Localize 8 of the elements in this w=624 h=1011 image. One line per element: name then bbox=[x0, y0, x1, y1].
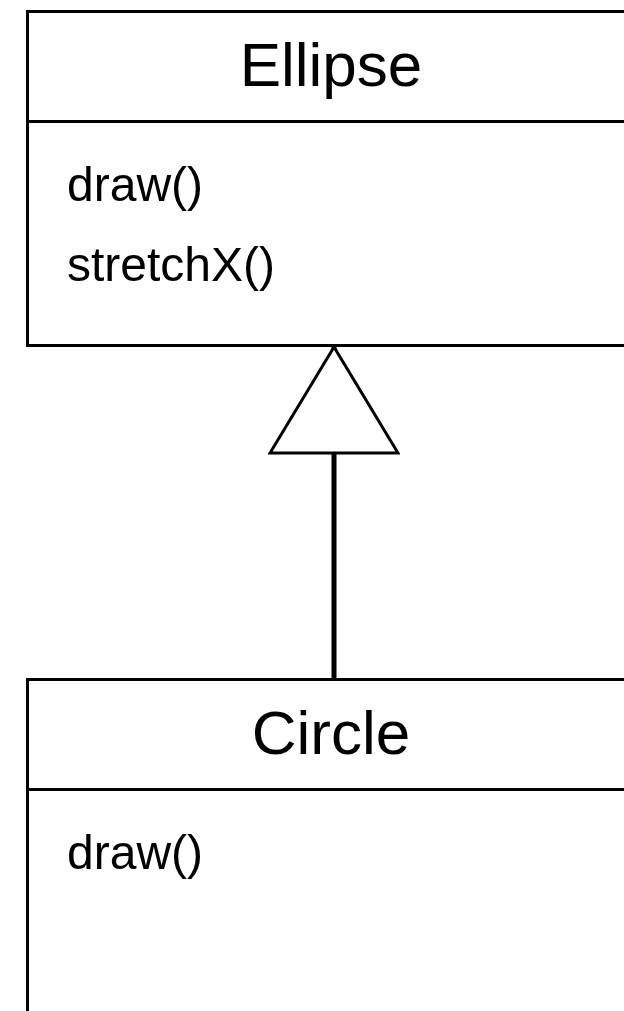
class-name: Ellipse bbox=[239, 30, 423, 99]
class-box bbox=[26, 10, 624, 347]
class-box bbox=[26, 678, 624, 1011]
method-name: draw() bbox=[67, 826, 203, 879]
inheritance-arrow bbox=[268, 345, 400, 678]
class-name: Circle bbox=[251, 698, 411, 767]
method-name: draw() bbox=[67, 158, 203, 211]
method-name: stretchX() bbox=[67, 238, 276, 291]
